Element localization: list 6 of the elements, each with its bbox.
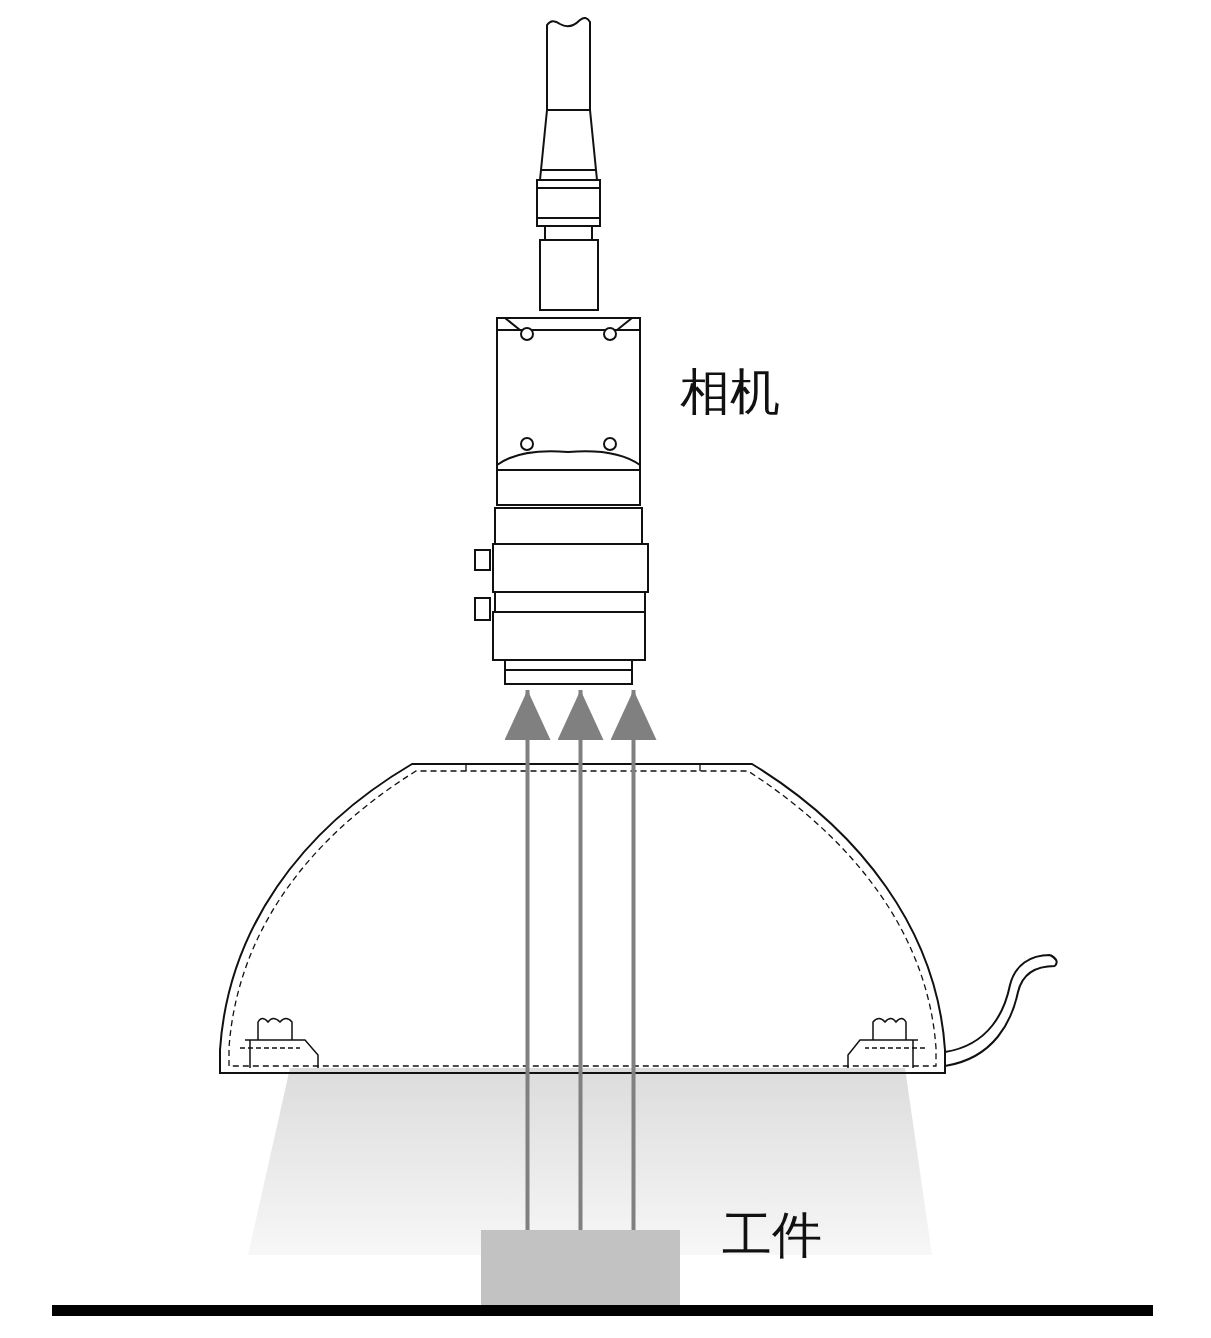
part-label: 相机	[680, 362, 780, 422]
arrow	[504, 690, 551, 1230]
arrow	[610, 690, 657, 1230]
arrow	[557, 690, 604, 1230]
workpiece-block	[481, 1230, 680, 1305]
part-label: 工件	[722, 1205, 822, 1265]
